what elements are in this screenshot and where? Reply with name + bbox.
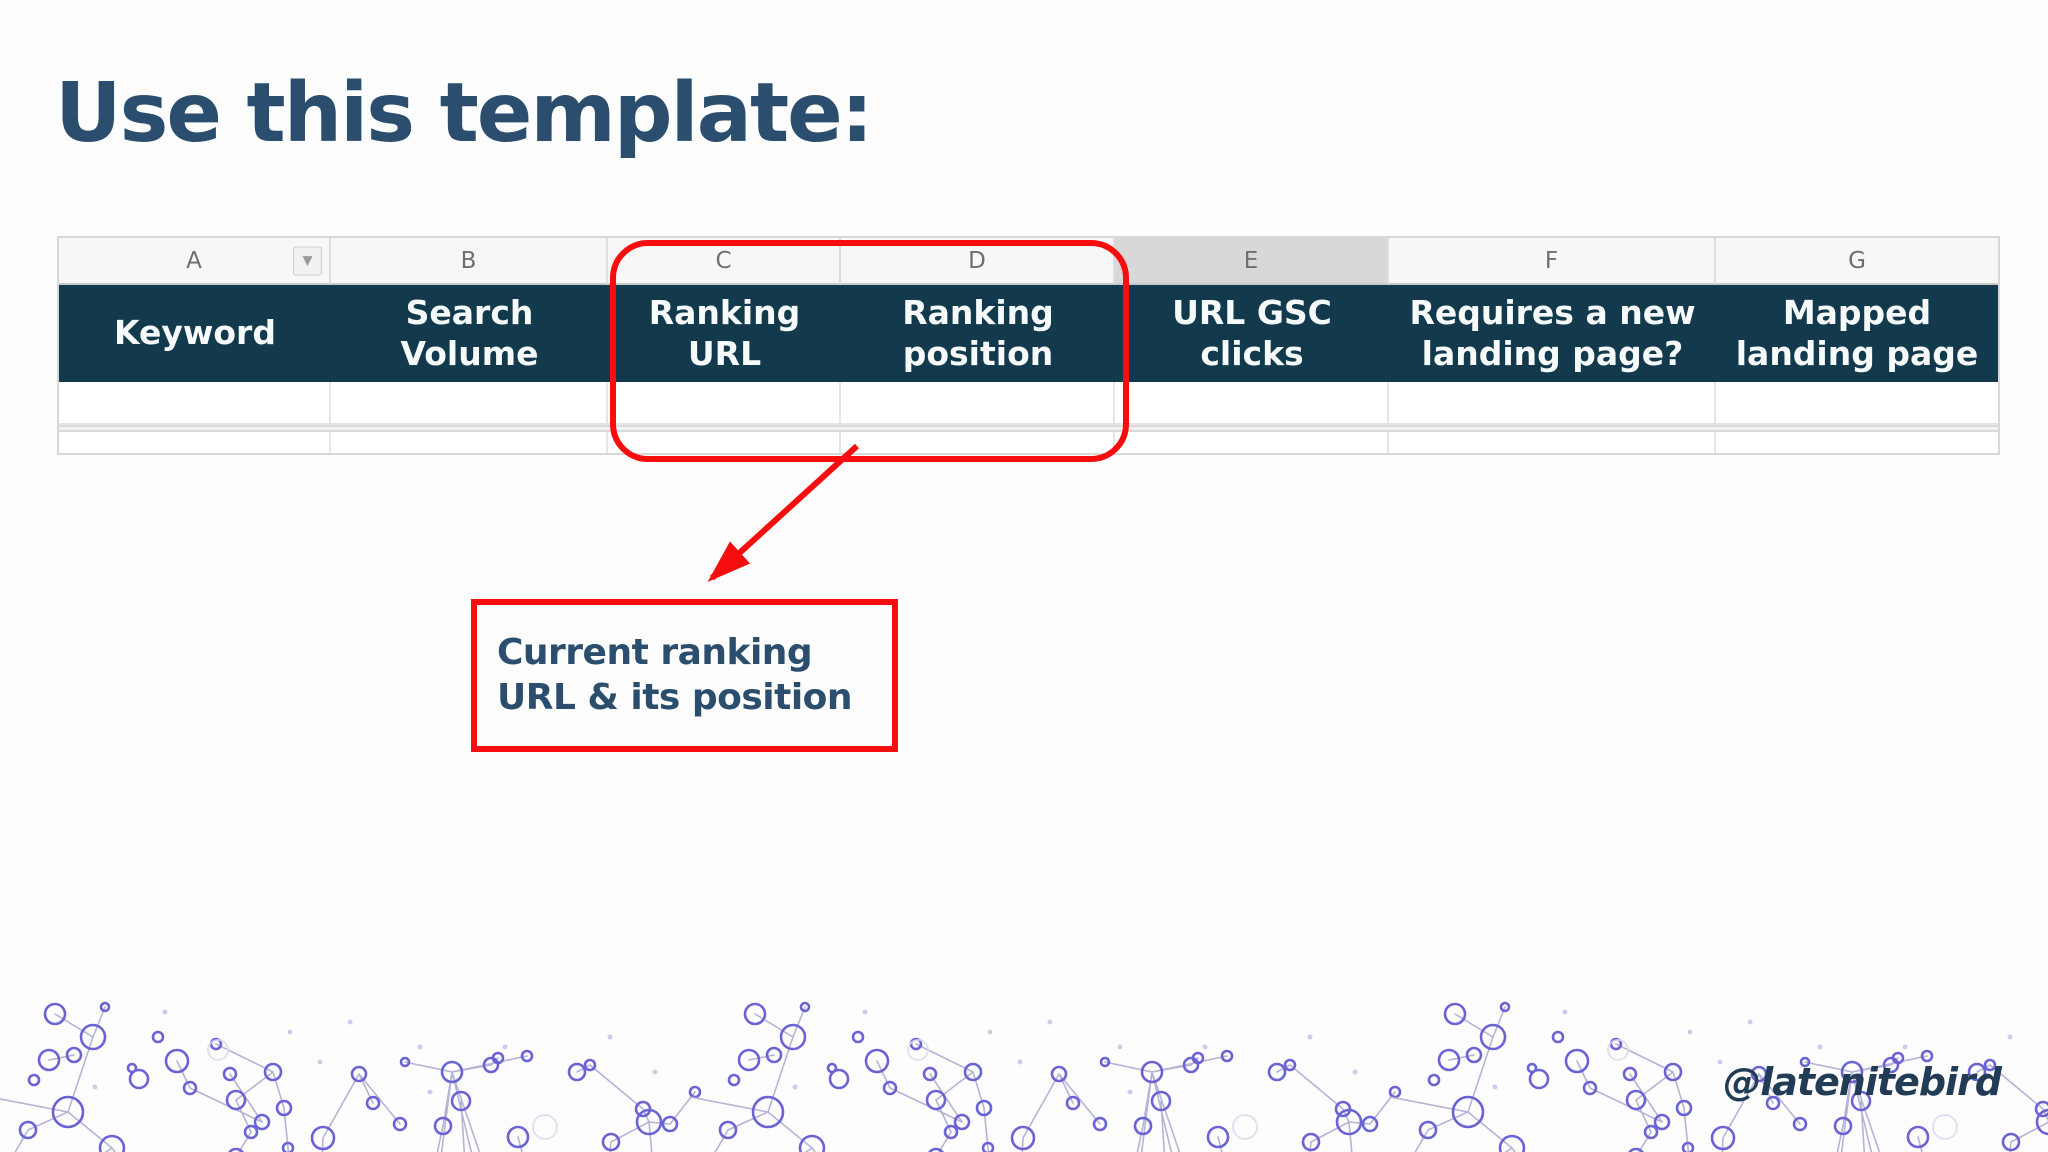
column-letter-c: C [608, 238, 841, 285]
empty-cell [608, 382, 841, 425]
empty-cell [331, 382, 608, 425]
column-letter-g: G [1716, 238, 1998, 285]
header-cell-keyword: Keyword [59, 285, 331, 382]
column-letter-d: D [841, 238, 1115, 285]
empty-cell [841, 432, 1115, 453]
empty-cell [1716, 432, 1998, 453]
empty-cell [1716, 382, 1998, 425]
constellation-pattern [0, 1001, 2048, 1152]
empty-cell [1115, 432, 1389, 453]
header-cell-ranking-url: Ranking URL [608, 285, 841, 382]
chevron-down-icon: ▼ [302, 253, 313, 268]
column-letter-label: A [186, 247, 202, 274]
spreadsheet: A ▼ B C D E F G Keyword Search Volume Ra… [57, 236, 2000, 455]
header-cell-mapped-landing-page: Mapped landing page [1716, 285, 1998, 382]
column-letter-b: B [331, 238, 608, 285]
empty-cell [59, 432, 331, 453]
header-cell-url-gsc-clicks: URL GSC clicks [1115, 285, 1389, 382]
page-title: Use this template: [55, 66, 874, 161]
empty-cell [1115, 382, 1389, 425]
empty-cell [841, 382, 1115, 425]
row-separator [59, 425, 1998, 432]
empty-cell [1389, 382, 1716, 425]
callout-line2: URL & its position [497, 676, 853, 718]
header-cell-ranking-position: Ranking position [841, 285, 1115, 382]
empty-cell [608, 432, 841, 453]
callout-line1: Current ranking [497, 631, 813, 673]
column-letter-f: F [1389, 238, 1716, 285]
header-cell-requires-new-landing-page: Requires a new landing page? [1389, 285, 1716, 382]
column-letter-a: A ▼ [59, 238, 331, 285]
watermark-handle: @latenitebird [1723, 1060, 2002, 1104]
empty-cell [59, 382, 331, 425]
filter-dropdown-button[interactable]: ▼ [293, 246, 322, 275]
callout-box: Current ranking URL & its position [471, 599, 898, 752]
column-letter-e: E [1115, 238, 1389, 285]
header-cell-search-volume: Search Volume [331, 285, 608, 382]
empty-cell [1389, 432, 1716, 453]
empty-cell [331, 432, 608, 453]
